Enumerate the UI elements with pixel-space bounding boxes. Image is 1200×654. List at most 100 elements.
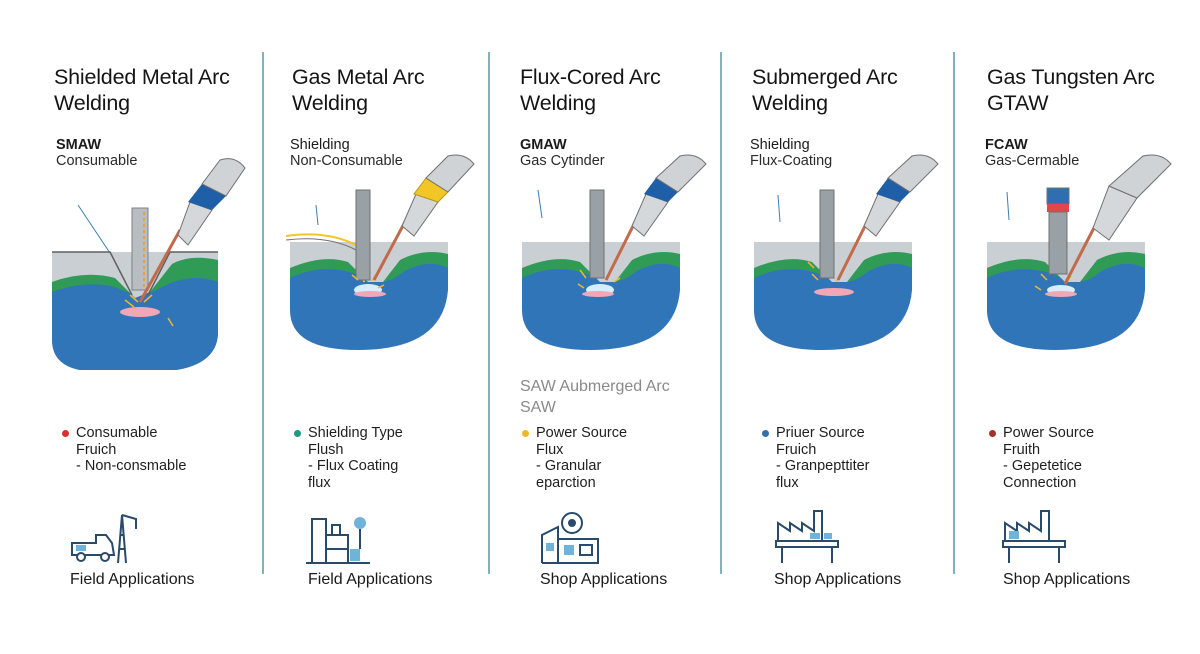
feature-text: Flux [536,441,564,458]
feature-list: Consumable Fruich - Non-consmable [60,425,186,475]
process-title-line: Gas Tungsten Arc [987,65,1155,89]
process-title-line: Shielded Metal Arc [54,65,230,89]
feature-text: Power Source [1003,425,1095,441]
column-divider [488,52,490,574]
feature-item: Power Source [520,425,627,442]
feature-text: Fruith [1003,441,1041,458]
process-column-smaw: Shielded Metal Arc Welding SMAW Consumab… [0,0,262,654]
feature-item: - Granular [520,458,627,475]
welding-illustration [285,154,475,350]
welding-illustration [52,158,246,370]
feature-list: Shielding Type Flush - Flux Coating flux [292,425,403,491]
column-divider [262,52,264,574]
overlay-label-line: SAW [520,399,556,416]
process-title-line: Welding [752,91,828,115]
feature-item: Connection [987,475,1094,492]
feature-item: Consumable [60,425,186,442]
process-title: Gas Tungsten Arc GTAW [987,64,1155,116]
feature-text: flux [776,474,799,491]
process-column-saw: Submerged Arc Welding Shielding Flux-Coa… [722,0,953,654]
feature-text: Fruich [776,441,817,458]
feature-item: Flush [292,442,403,459]
feature-text: - Granpepttiter [776,458,870,474]
column-divider [953,52,955,574]
bullet-dot-icon [294,430,301,437]
application-label: Shop Applications [774,571,902,588]
welding-illustration [754,154,939,350]
bullet-dot-icon [762,430,769,437]
feature-item: Fruich [60,442,186,459]
process-title-line: GTAW [987,91,1049,115]
feature-list: Priuer Source Fruich - Granpepttiter flu… [760,425,870,491]
process-title-line: Submerged Arc [752,65,898,89]
truck-crane-icon [71,514,137,564]
process-title: Shielded Metal Arc Welding [54,64,230,116]
workshop-machine-icon [541,512,599,564]
welding-illustration [522,154,707,350]
feature-item: Priuer Source [760,425,870,442]
feature-text: Connection [1003,474,1077,491]
feature-text: Fruich [76,441,117,458]
feature-item: Fruich [760,442,870,459]
process-subtitle: Consumable [56,153,138,169]
feature-text: - Gepetetice [1003,458,1082,474]
process-subtitle: Gas Cytinder [520,153,605,169]
factory-icon [775,510,839,563]
industrial-plant-icon [306,517,370,564]
feature-text: Priuer Source [776,425,865,441]
bullet-dot-icon [62,430,69,437]
process-title-line: Welding [54,91,130,115]
process-column-fcaw: Flux-Cored Arc Welding GMAW Gas Cytinder… [490,0,720,654]
feature-text: - Non-consmable [76,458,187,474]
feature-list: Power Source Flux - Granular eparction [520,425,627,491]
feature-item: flux [760,475,870,492]
process-title-line: Gas Metal Arc [292,65,425,89]
feature-text: Consumable [76,425,158,441]
process-code: FCAW [985,137,1028,153]
feature-item: - Gepetetice [987,458,1094,475]
process-title-line: Flux-Cored Arc [520,65,661,89]
process-title-line: Welding [292,91,368,115]
process-column-gmaw: Gas Metal Arc Welding Shielding Non-Cons… [264,0,488,654]
feature-text: - Flux Coating [308,458,399,474]
feature-list: Power Source Fruith - Gepetetice Connect… [987,425,1094,491]
feature-item: - Flux Coating [292,458,403,475]
process-code: Shielding [750,137,810,153]
application-label: Shop Applications [1003,571,1131,588]
column-divider [720,52,722,574]
feature-text: Flush [308,441,344,458]
process-code: Shielding [290,137,350,153]
process-title-line: Welding [520,91,596,115]
feature-item: - Non-consmable [60,458,186,475]
bullet-dot-icon [989,430,996,437]
feature-item: eparction [520,475,627,492]
feature-item: Flux [520,442,627,459]
application-label: Shop Applications [540,571,668,588]
feature-text: Power Source [536,425,628,441]
process-title: Flux-Cored Arc Welding [520,64,661,116]
feature-text: flux [308,474,331,491]
feature-text: eparction [536,474,596,491]
feature-text: - Granular [536,458,602,474]
feature-item: Shielding Type [292,425,403,442]
process-code: SMAW [56,137,102,153]
process-title: Submerged Arc Welding [752,64,898,116]
overlay-label-line: SAW Aubmerged Arc [520,378,670,395]
application-label: Field Applications [308,571,433,588]
process-subtitle: Flux-Coating [750,153,833,169]
bullet-dot-icon [522,430,529,437]
process-subtitle: Gas-Cermable [985,153,1080,169]
feature-item: Fruith [987,442,1094,459]
feature-item: - Granpepttiter [760,458,870,475]
welding-illustration [987,154,1172,350]
process-column-gtaw: Gas Tungsten Arc GTAW FCAW Gas-Cermable … [955,0,1200,654]
feature-item: Power Source [987,425,1094,442]
overlay-label: SAW Aubmerged Arc SAW [520,376,670,418]
factory-icon [1002,510,1066,563]
application-label: Field Applications [70,571,195,588]
process-title: Gas Metal Arc Welding [292,64,425,116]
feature-item: flux [292,475,403,492]
feature-text: Shielding Type [308,425,403,441]
process-subtitle: Non-Consumable [290,153,403,169]
process-code: GMAW [520,137,567,153]
